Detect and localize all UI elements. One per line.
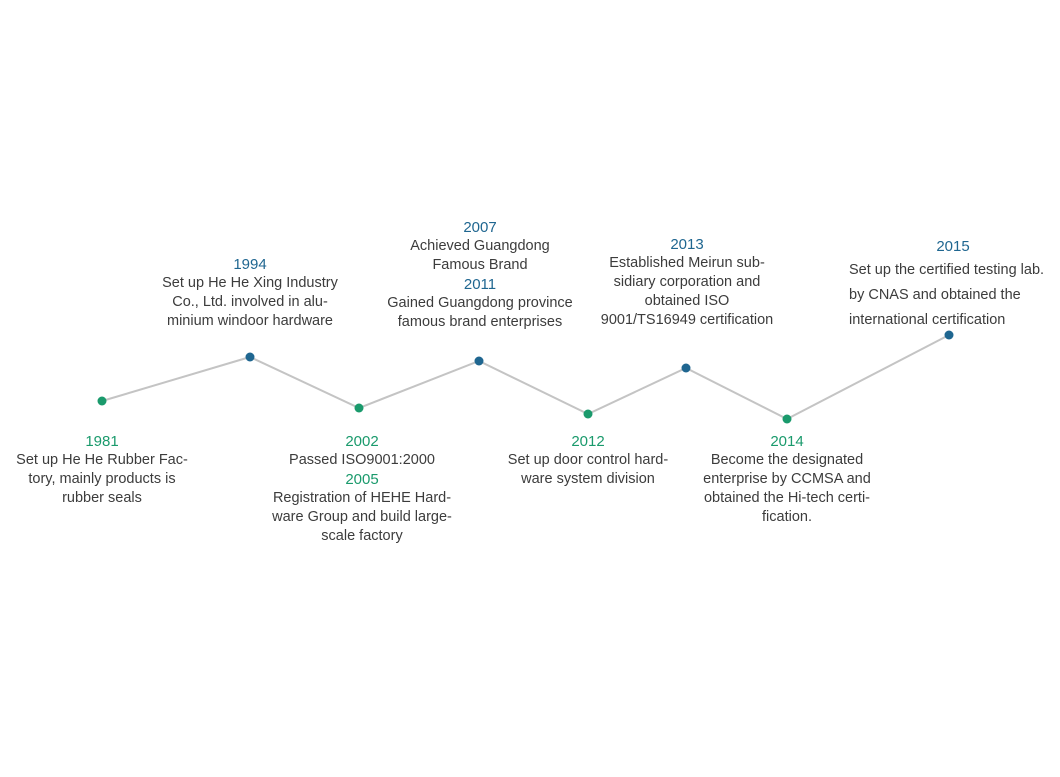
milestone-dot-1981 [97,396,107,406]
milestone-year: 2014 [770,433,804,450]
milestone-text: Set up He He Rubber Fac-tory, mainly pro… [16,452,188,506]
milestone-dot-2007 [474,356,484,366]
milestone-dot-2002 [354,403,364,413]
milestone-dot-2012 [583,409,593,419]
milestone-year: 2005 [345,471,379,488]
milestone-2002-2005: 2002 Passed ISO9001:2000 2005 Registrati… [266,432,458,546]
milestone-text: Set up He He Xing Industry Co., Ltd. inv… [162,275,338,329]
milestone-year: 1981 [85,433,119,450]
milestone-text: Set up door control hard-ware system div… [507,452,669,487]
milestone-year: 2002 [345,433,379,450]
milestone-2015: 2015 Set up the certified testing lab. b… [849,237,1057,333]
milestone-dot-1994 [245,352,255,362]
milestone-dot-2013 [681,363,691,373]
milestone-text: Registration of HEHE Hard-ware Group and… [272,490,452,544]
milestone-year: 2012 [571,433,605,450]
timeline-line [101,334,950,421]
milestone-text: Gained Guangdong province famous brand e… [387,295,573,330]
milestone-year: 1994 [233,256,267,273]
milestone-year: 2013 [670,236,704,253]
milestone-dot-2014 [782,414,792,424]
milestone-2014: 2014 Become the designated enterprise by… [696,432,878,527]
milestone-dot-2015 [944,330,954,340]
milestone-2007-2011: 2007 Achieved Guangdong Famous Brand 201… [378,218,582,332]
milestone-text: Become the designated enterprise by CCMS… [703,452,871,525]
milestone-2012: 2012 Set up door control hard-ware syste… [496,432,680,489]
milestone-text: Established Meirun sub-sidiary corporati… [600,255,774,328]
milestone-year: 2011 [463,276,497,293]
milestone-1981: 1981 Set up He He Rubber Fac-tory, mainl… [12,432,192,508]
milestone-text: Achieved Guangdong Famous Brand [410,238,550,273]
milestone-1994: 1994 Set up He He Xing Industry Co., Ltd… [155,255,345,331]
milestone-year: 2007 [463,219,497,236]
milestone-text: Set up the certified testing lab. by CNA… [849,262,1045,328]
milestone-2013: 2013 Established Meirun sub-sidiary corp… [596,235,778,330]
milestone-text: Passed ISO9001:2000 [289,452,435,468]
milestone-year: 2015 [936,238,970,255]
